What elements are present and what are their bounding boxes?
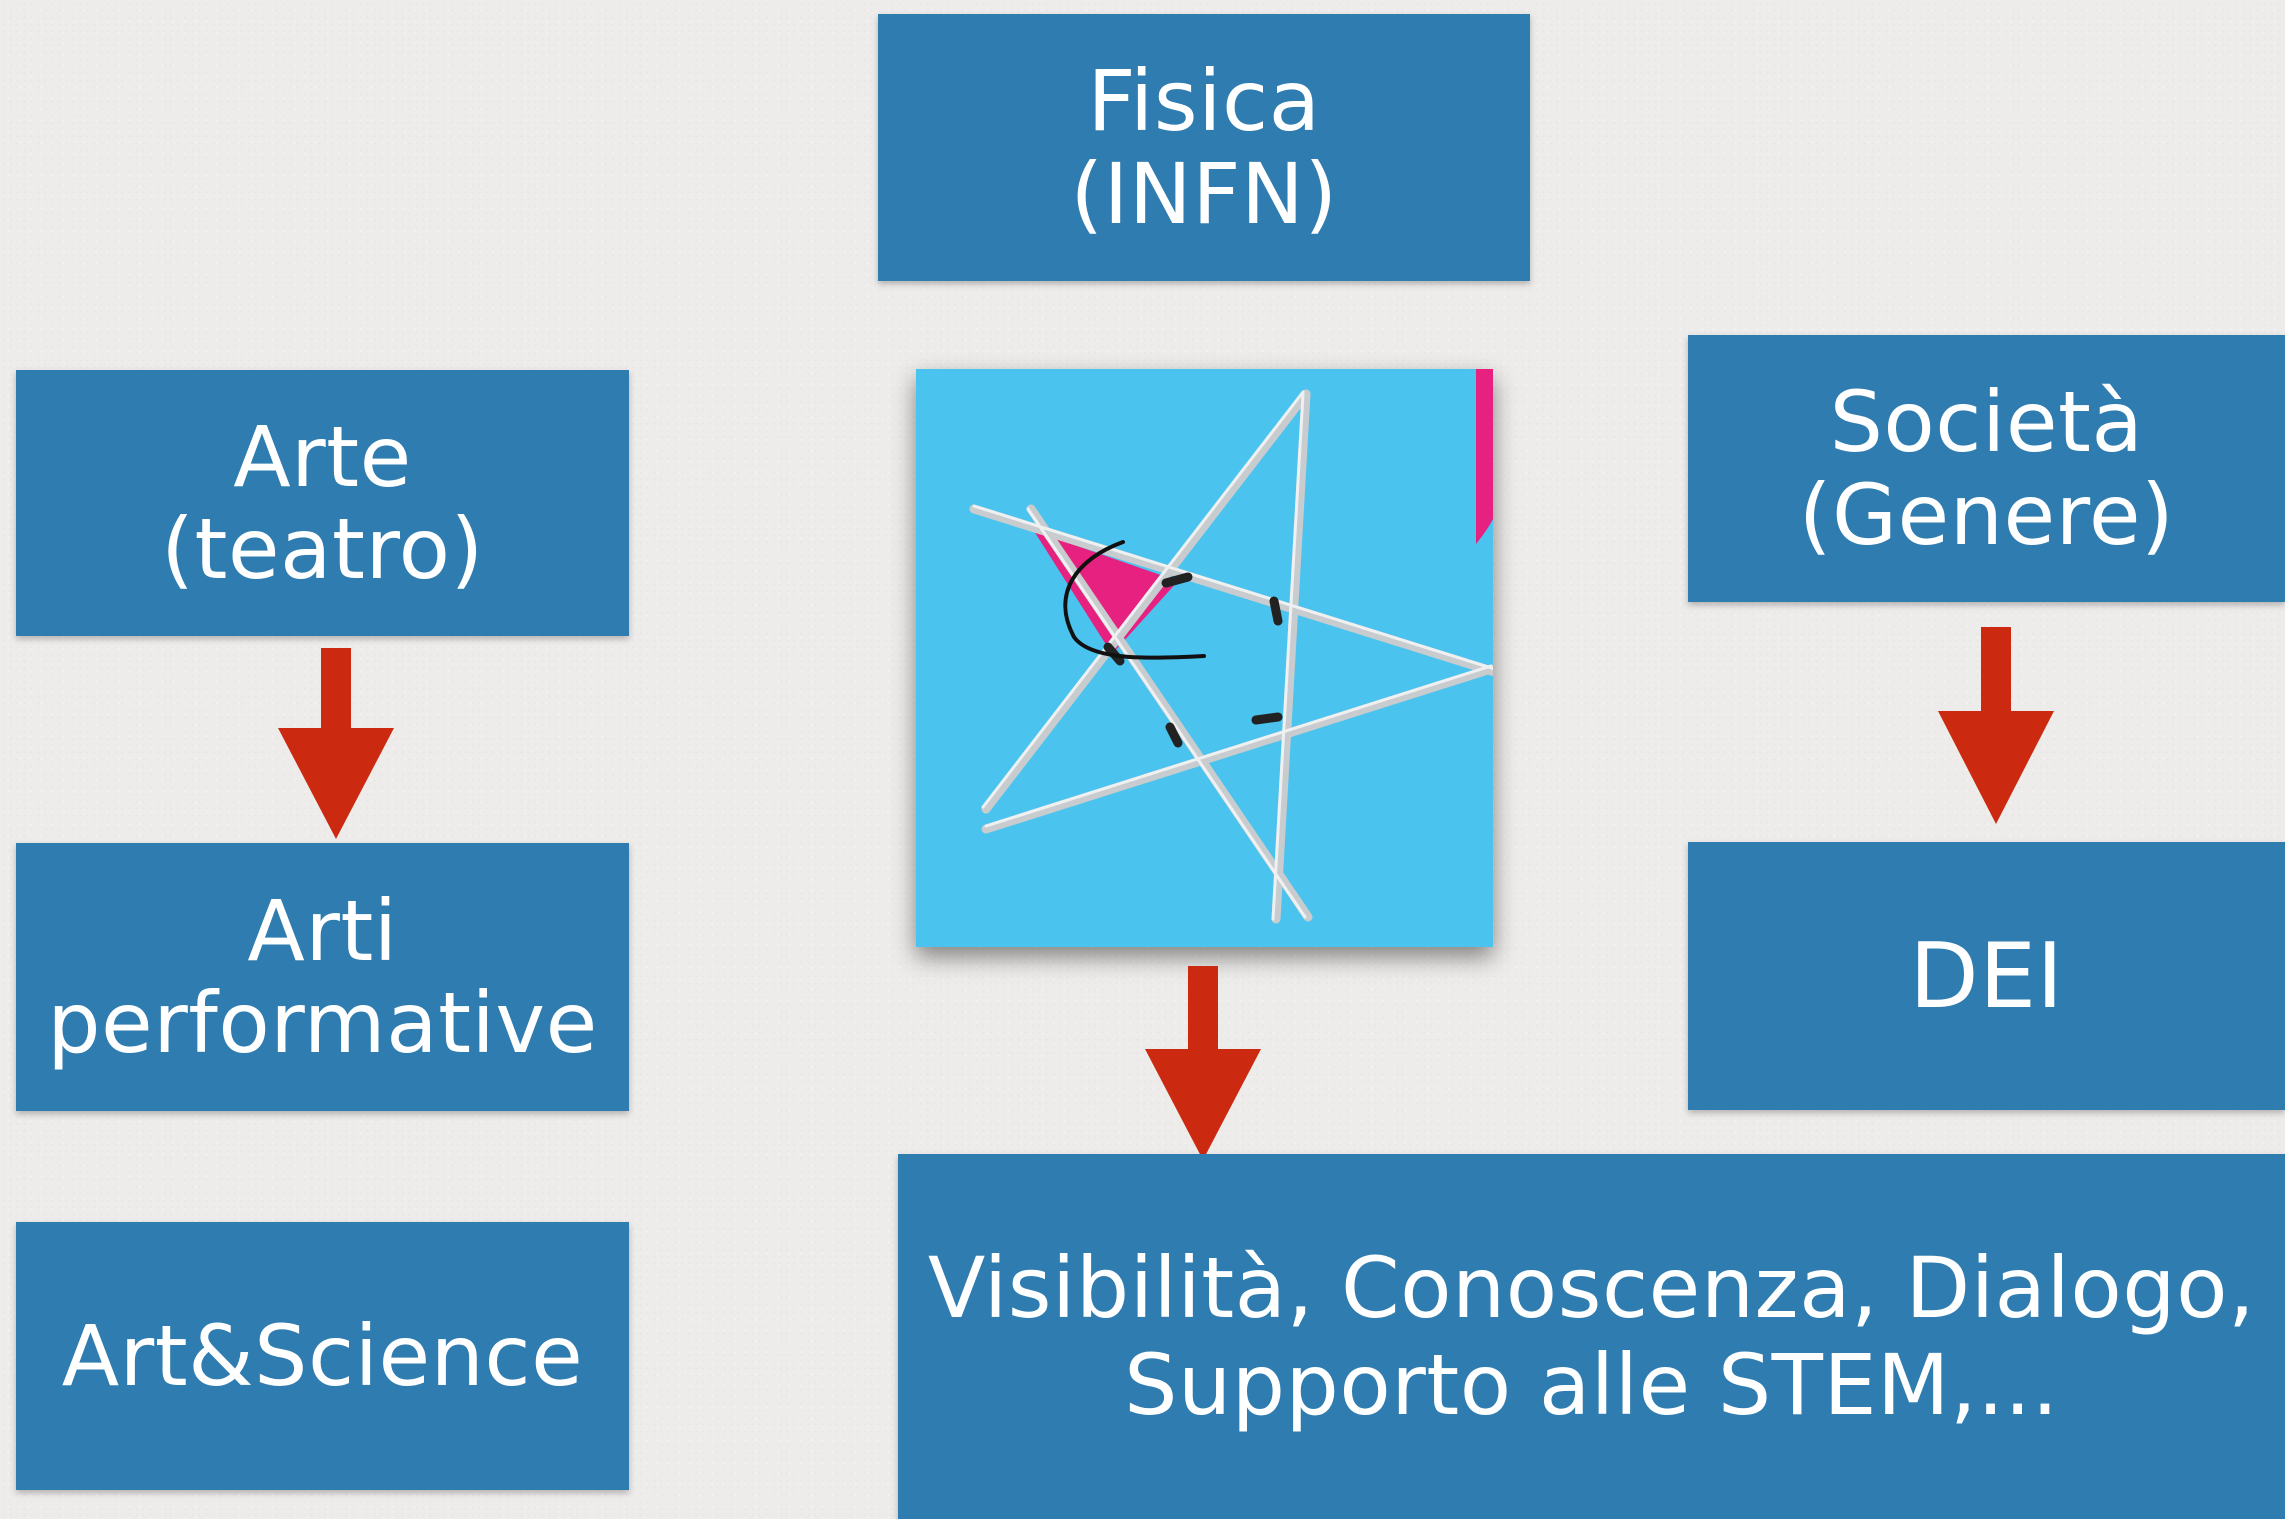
arrow-image-to-outcomes [1145,966,1261,1160]
node-arti-line-2: performative [47,974,598,1072]
node-arti-performative: Arti performative [16,843,629,1111]
arrow-arte-to-arti [278,648,394,839]
node-arte-line-1: Arte [233,407,412,506]
node-outcomes-line-1: Visibilità, Conoscenza, Dialogo, [927,1238,2256,1337]
node-dei-line-1: DEI [1909,923,2064,1029]
node-societa: Società (Genere) [1688,335,2285,602]
node-art-science: Art&Science [16,1222,629,1490]
node-societa-line-2: (Genere) [1798,465,2175,564]
node-fisica: Fisica (INFN) [878,14,1530,281]
node-outcomes: Visibilità, Conoscenza, Dialogo, Support… [898,1154,2285,1519]
node-outcomes-line-2: Supporto alle STEM,... [1124,1335,2059,1434]
node-art-science-line-1: Art&Science [61,1306,584,1405]
arrow-societa-to-dei [1938,627,2054,824]
node-societa-line-1: Società [1829,373,2144,472]
node-arte-line-2: (teatro) [161,500,484,598]
node-fisica-line-1: Fisica [1087,52,1321,151]
star-of-sticks-icon [916,369,1493,947]
node-dei: DEI [1688,842,2285,1110]
star-of-sticks-photo [916,369,1493,947]
node-arte: Arte (teatro) [16,370,629,636]
node-arti-line-1: Arti [247,881,398,980]
node-fisica-line-2: (INFN) [1070,144,1338,243]
